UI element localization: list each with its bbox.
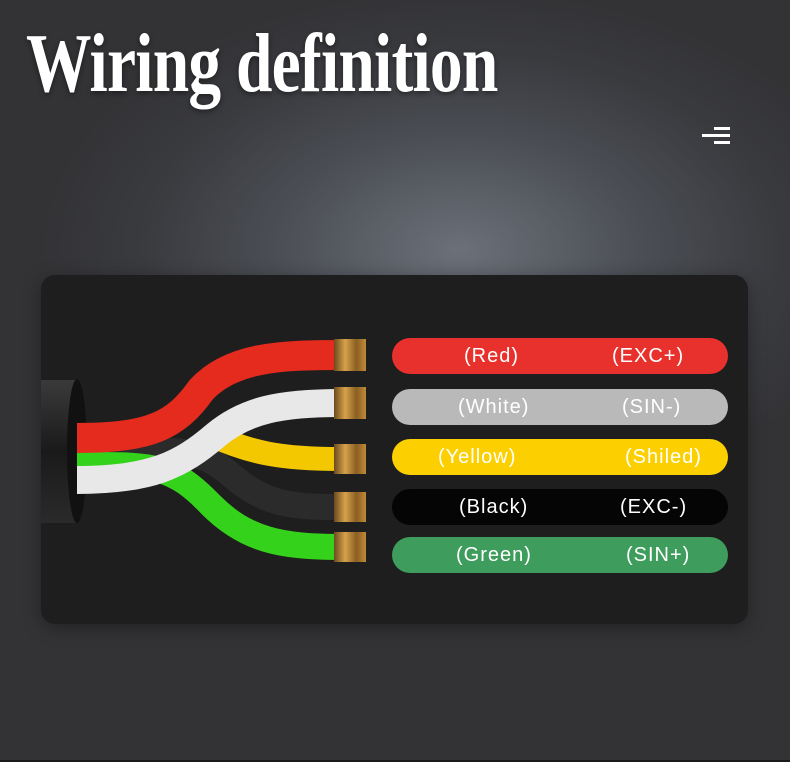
wire-color-label: (White) xyxy=(458,395,530,418)
wire-label-white: (White) (SIN-) xyxy=(392,389,728,425)
wire-color-label: (Red) xyxy=(464,344,520,367)
terminal-black xyxy=(334,492,366,522)
wire-label-black: (Black) (EXC-) xyxy=(392,489,728,525)
wire-label-yellow: (Yellow) (Shiled) xyxy=(392,439,728,475)
wire-label-green: (Green) (SIN+) xyxy=(392,537,728,573)
wire-signal-label: (SIN+) xyxy=(626,543,691,566)
wiring-panel: (Red) (EXC+) (White) (SIN-) (Yellow) (Sh… xyxy=(41,275,748,624)
wire-color-label: (Green) xyxy=(456,543,532,566)
wire-color-label: (Black) xyxy=(459,495,529,518)
terminal-yellow xyxy=(334,444,366,474)
wire-signal-label: (EXC-) xyxy=(620,495,688,518)
wire-color-label: (Yellow) xyxy=(438,445,517,468)
bottom-divider xyxy=(0,760,790,762)
page-title: Wiring definition xyxy=(26,17,498,110)
terminal-white xyxy=(334,387,366,419)
wire-white xyxy=(76,389,342,494)
terminal-red xyxy=(334,339,366,371)
wire-black xyxy=(76,437,342,520)
menu-lines-icon[interactable] xyxy=(700,125,732,147)
terminal-green xyxy=(334,532,366,562)
wire-signal-label: (Shiled) xyxy=(625,445,702,468)
wire-red xyxy=(76,340,342,453)
wire-signal-label: (EXC+) xyxy=(612,344,685,367)
wire-label-red: (Red) (EXC+) xyxy=(392,338,728,374)
cable-illustration xyxy=(41,339,366,562)
wire-signal-label: (SIN-) xyxy=(622,395,682,418)
